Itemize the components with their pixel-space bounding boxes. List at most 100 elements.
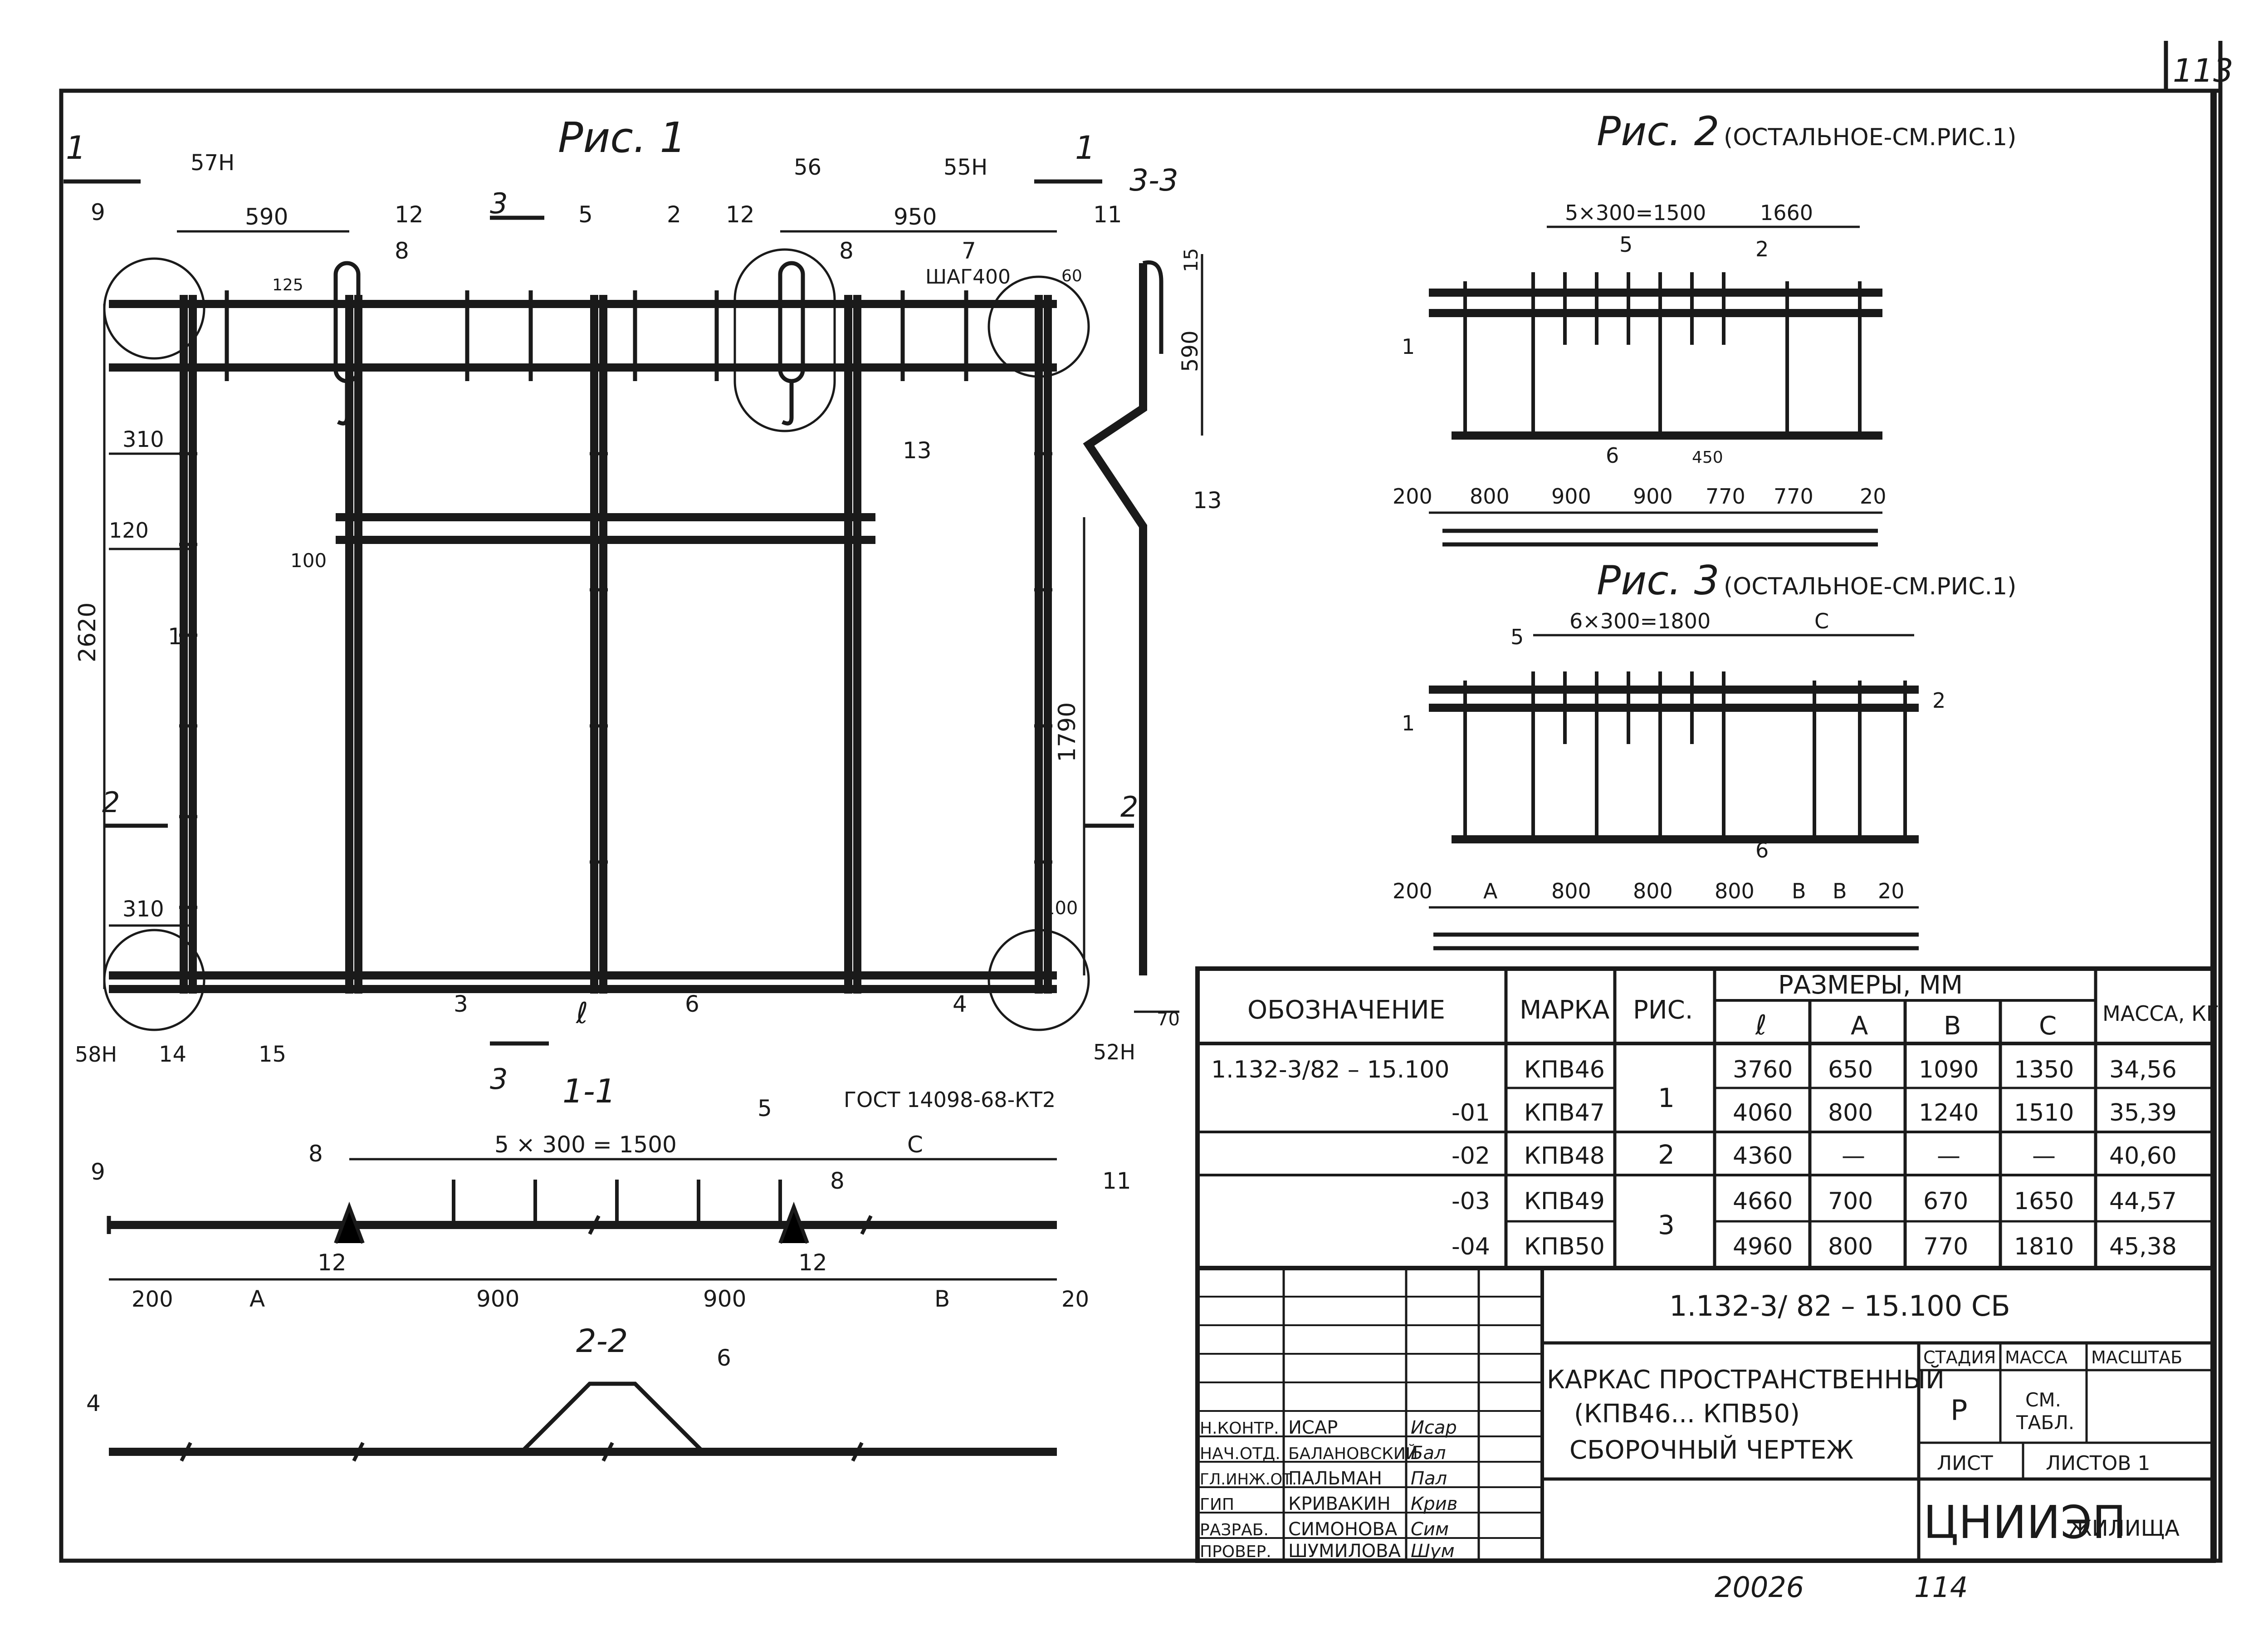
fig1-section-3-top: 3 bbox=[490, 187, 508, 220]
fig1-pos-12b: 12 bbox=[726, 201, 755, 228]
signer-row: РАЗРАБ. СИМОНОВА Сим bbox=[1200, 1519, 1449, 1540]
table-cell-b: 770 bbox=[1923, 1233, 1968, 1260]
node-52n: 52Н bbox=[1093, 1040, 1135, 1064]
dim-310-bottom: 310 bbox=[122, 896, 164, 922]
table-cell-a: 650 bbox=[1828, 1056, 1873, 1083]
dim-1790: 1790 bbox=[1054, 702, 1081, 762]
fig3-pos-2: 2 bbox=[1932, 688, 1945, 713]
spec-table-grid bbox=[1195, 966, 2216, 1270]
dim-60: 60 bbox=[1061, 267, 1082, 285]
title-block-grid bbox=[1195, 1266, 2216, 1563]
drawing-name-line1: КАРКАС ПРОСТРАНСТВЕННЫЙ bbox=[1547, 1365, 1945, 1395]
signer-signature: Крив bbox=[1411, 1494, 1457, 1514]
section-1-1-dim-20: 20 bbox=[1061, 1287, 1089, 1312]
fig1-pos-7: 7 bbox=[962, 238, 976, 264]
fig1-pos-3: 3 bbox=[454, 991, 468, 1017]
signer-role: ГЛ.ИНЖ.ОТ. bbox=[1200, 1470, 1297, 1489]
signer-role: НАЧ.ОТД. bbox=[1200, 1445, 1281, 1463]
table-cell-c: 1650 bbox=[2014, 1188, 2074, 1215]
table-cell-l: 4660 bbox=[1733, 1188, 1793, 1215]
fig3-pos-5: 5 bbox=[1510, 625, 1524, 649]
node-55n: 55Н bbox=[943, 155, 987, 180]
table-cell-a: — bbox=[1842, 1142, 1865, 1170]
fig2-dim-3: 900 bbox=[1633, 484, 1673, 509]
signer-role: Н.КОНТР. bbox=[1200, 1419, 1279, 1438]
section-1-1-label: 1-1 bbox=[562, 1072, 616, 1110]
fig3-drawing bbox=[1429, 634, 1919, 950]
node-58n: 58Н bbox=[75, 1042, 117, 1067]
section-1-1-pos-8b: 8 bbox=[830, 1168, 845, 1194]
signer-signature: Шум bbox=[1411, 1541, 1455, 1562]
dim-310-top: 310 bbox=[122, 427, 164, 452]
section-3-3-label: 3-3 bbox=[1129, 163, 1178, 198]
signer-name: КРИВАКИН bbox=[1288, 1494, 1391, 1514]
fig3-pos-6: 6 bbox=[1755, 838, 1769, 862]
signer-row: ПРОВЕР. ШУМИЛОВА Шум bbox=[1200, 1541, 1455, 1562]
section-1-1-pos-5: 5 bbox=[758, 1095, 772, 1122]
fig2-pos-5: 5 bbox=[1619, 232, 1633, 257]
table-row: 1.132-3/82 – 15.100 КПВ46 3760 650 1090 … bbox=[1211, 1056, 2177, 1083]
signer-signature: Исар bbox=[1411, 1417, 1457, 1438]
fig1-pos-12a: 12 bbox=[395, 201, 424, 228]
section-1-1-dim-b: В bbox=[934, 1286, 950, 1312]
signer-row: ГЛ.ИНЖ.ОТ. ПАЛЬМАН Пал bbox=[1200, 1468, 1447, 1489]
table-fig-group-3: 3 bbox=[1658, 1210, 1675, 1240]
dim-70: 70 bbox=[1157, 1009, 1180, 1030]
fig3-dim-6: В bbox=[1833, 879, 1847, 903]
table-cell-c: — bbox=[2032, 1142, 2056, 1170]
fig1-pos-2: 2 bbox=[667, 201, 681, 228]
section-1-1-pos-11: 11 bbox=[1102, 1168, 1131, 1194]
fig3-dim-0: 200 bbox=[1393, 879, 1432, 903]
table-cell-mark: КПВ48 bbox=[1524, 1142, 1605, 1170]
table-row: -02 КПВ48 4360 — — — 40,60 bbox=[1452, 1142, 2177, 1170]
fig1-pos-4: 4 bbox=[953, 991, 967, 1017]
section-1-1-pos-12b: 12 bbox=[798, 1249, 827, 1276]
fig1-pos-1: 1 bbox=[168, 623, 182, 650]
section-1-1-dim-a: А bbox=[249, 1286, 265, 1312]
table-header-designation: ОБОЗНАЧЕНИЕ bbox=[1247, 995, 1445, 1025]
stage-header: СТАДИЯ bbox=[1923, 1347, 1996, 1367]
table-cell-designation: -04 bbox=[1452, 1233, 1490, 1260]
fig1-pos-6: 6 bbox=[685, 991, 699, 1017]
scale-header: МАСШТАБ bbox=[2091, 1347, 2182, 1367]
fig2-title: Рис. 2 bbox=[1597, 108, 1720, 155]
section-1-1-pos-12a: 12 bbox=[318, 1249, 347, 1276]
node-57n: 57Н bbox=[191, 150, 235, 176]
fig2-dim-5x300: 5×300=1500 bbox=[1565, 201, 1706, 225]
signer-role: РАЗРАБ. bbox=[1200, 1521, 1269, 1539]
fig1-pos-9: 9 bbox=[91, 199, 105, 225]
fig2-dim-1: 800 bbox=[1470, 484, 1510, 509]
table-cell-a: 800 bbox=[1828, 1099, 1873, 1127]
section-1-1-dim-200: 200 bbox=[132, 1287, 173, 1312]
section-1-1-drawing bbox=[107, 1158, 1057, 1281]
section-1-1-pos-9: 9 bbox=[91, 1159, 105, 1185]
section-2-2-pos-4: 4 bbox=[86, 1390, 101, 1416]
table-header-c: С bbox=[2039, 1011, 2057, 1041]
fig2-dim-450: 450 bbox=[1692, 448, 1723, 467]
mass-header: МАССА bbox=[2005, 1347, 2068, 1367]
signer-signature: Сим bbox=[1411, 1519, 1449, 1540]
fig1-section-1-right: 1 bbox=[1075, 129, 1095, 167]
signer-name: СИМОНОВА bbox=[1288, 1519, 1398, 1540]
fig2-dim-5: 770 bbox=[1774, 484, 1813, 509]
section-2-2-label: 2-2 bbox=[576, 1323, 628, 1360]
table-row: -04 КПВ50 4960 800 770 1810 45,38 bbox=[1452, 1233, 2177, 1260]
table-cell-designation: -01 bbox=[1452, 1099, 1490, 1127]
fig1-drawing bbox=[64, 179, 1203, 1046]
table-cell-designation: -03 bbox=[1452, 1188, 1490, 1215]
signer-name: ПАЛЬМАН bbox=[1288, 1468, 1382, 1489]
sheet-label: ЛИСТ bbox=[1937, 1452, 1993, 1475]
org-name-small: ЖИЛИЩА bbox=[2068, 1516, 2180, 1541]
table-fig-group-1: 1 bbox=[1658, 1083, 1675, 1113]
fig1-pos-14: 14 bbox=[159, 1042, 186, 1067]
dim-125: 125 bbox=[272, 276, 303, 294]
fig2-pos-6: 6 bbox=[1606, 443, 1619, 468]
bottom-number-right: 114 bbox=[1914, 1571, 1968, 1604]
fig2-dim-2: 900 bbox=[1551, 484, 1591, 509]
stage-value: Р bbox=[1950, 1394, 1967, 1427]
dim-590: 590 bbox=[245, 204, 288, 230]
table-cell-mark: КПВ46 bbox=[1524, 1056, 1605, 1083]
dim-100-right: 100 bbox=[1043, 898, 1078, 919]
fig3-dim-3: 800 bbox=[1633, 879, 1673, 903]
signer-row: ГИП КРИВАКИН Крив bbox=[1200, 1494, 1457, 1514]
